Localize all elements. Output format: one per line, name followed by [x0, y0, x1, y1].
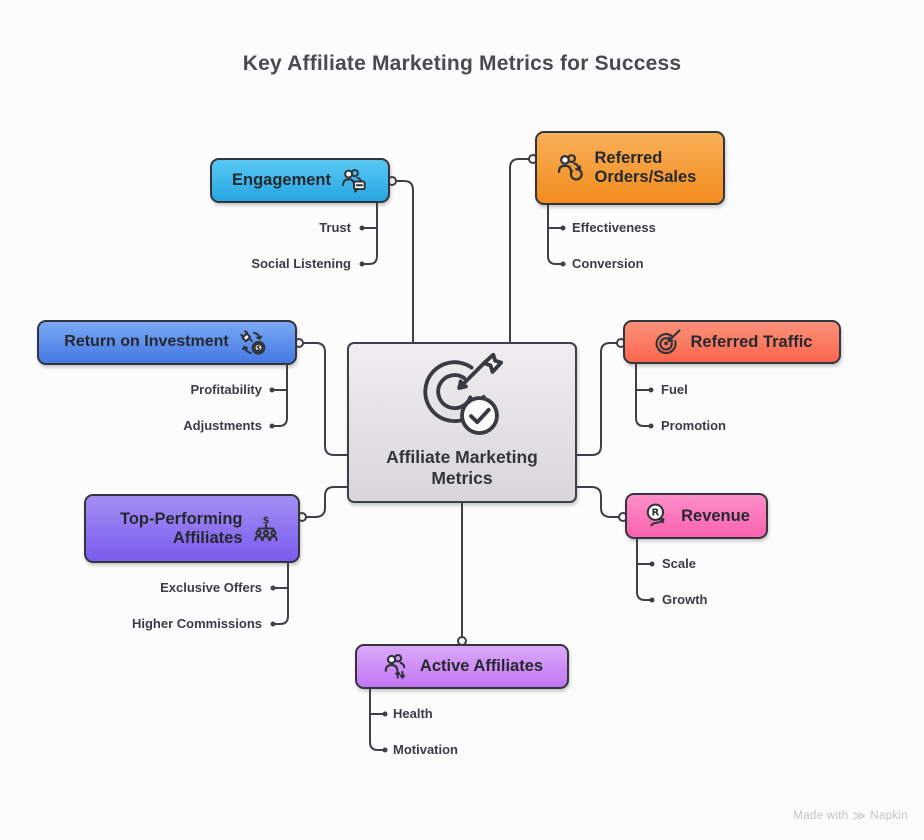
napkin-watermark[interactable]: Made with ≫ Napkin — [793, 808, 908, 824]
node-label: Revenue — [681, 506, 750, 525]
node-top-performing-affiliates[interactable]: Top-Performing Affiliates $ — [84, 494, 300, 563]
node-revenue[interactable]: R Revenue — [625, 493, 768, 539]
people-updown-icon — [384, 653, 406, 679]
subtopic-health[interactable]: Health — [393, 706, 433, 721]
stems-active — [369, 688, 388, 753]
node-label: Referred Orders/Sales — [594, 149, 697, 186]
central-label: Affiliate Marketing Metrics — [386, 447, 538, 488]
stems-revenue — [636, 538, 655, 603]
diagram-title: Key Affiliate Marketing Metrics for Succ… — [242, 52, 682, 75]
subtopic-growth[interactable]: Growth — [662, 592, 708, 607]
stems-roi — [269, 364, 288, 429]
node-active-affiliates[interactable]: Active Affiliates — [355, 644, 569, 689]
node-label: Active Affiliates — [419, 657, 544, 676]
people-chat-icon — [342, 168, 366, 193]
plug-dollar-cycle-icon: $ — [240, 330, 266, 355]
svg-text:R: R — [652, 507, 660, 518]
connector-orders-center — [509, 158, 534, 343]
node-referred-traffic[interactable]: Referred Traffic — [623, 320, 841, 364]
subtopic-higher-commissions[interactable]: Higher Commissions — [131, 616, 262, 631]
stems-orders — [547, 204, 566, 267]
node-affiliate-marketing-metrics[interactable]: Affiliate Marketing Metrics — [347, 342, 577, 503]
connector-engagement-center — [391, 180, 414, 343]
subtopic-trust[interactable]: Trust — [319, 220, 351, 235]
node-engagement[interactable]: Engagement — [210, 158, 390, 203]
node-return-on-investment[interactable]: Return on Investment $ — [37, 320, 297, 365]
subtopic-effectiveness[interactable]: Effectiveness — [572, 220, 656, 235]
subtopic-fuel[interactable]: Fuel — [661, 382, 688, 397]
stems-engagement — [359, 202, 378, 267]
dollar-team-icon: $ — [253, 515, 278, 541]
subtopic-scale[interactable]: Scale — [662, 556, 696, 571]
subtopic-exclusive-offers[interactable]: Exclusive Offers — [160, 580, 262, 595]
svg-text:$: $ — [256, 343, 261, 352]
node-label: Top-Performing Affiliates — [119, 509, 243, 547]
connector-top-performing-center — [301, 486, 348, 518]
node-referred-orders-sales[interactable]: Referred Orders/Sales — [535, 131, 725, 205]
subtopic-social-listening[interactable]: Social Listening — [251, 256, 351, 271]
watermark-brand: Napkin — [870, 810, 908, 822]
subtopic-profitability[interactable]: Profitability — [190, 382, 262, 397]
watermark-text: Made with — [793, 810, 849, 822]
subtopic-adjustments[interactable]: Adjustments — [183, 418, 262, 433]
napkin-logo-icon: ≫ — [852, 808, 867, 823]
connector-traffic-center — [576, 342, 622, 456]
stems-top-performing — [270, 562, 289, 627]
connector-revenue-center — [576, 486, 624, 518]
target-arrow-icon — [655, 329, 681, 355]
stems-traffic — [635, 363, 654, 429]
node-label: Engagement — [231, 171, 332, 190]
subtopic-conversion[interactable]: Conversion — [572, 256, 644, 271]
subtopic-motivation[interactable]: Motivation — [393, 742, 458, 757]
svg-text:$: $ — [262, 515, 269, 526]
connector-roi-center — [298, 342, 348, 456]
target-dart-check-icon — [423, 353, 504, 436]
people-refresh-icon — [557, 154, 583, 181]
r-trend-icon: R — [646, 503, 665, 526]
node-label: Referred Traffic — [690, 332, 813, 351]
node-label: Return on Investment — [64, 333, 229, 351]
subtopic-promotion[interactable]: Promotion — [661, 418, 726, 433]
